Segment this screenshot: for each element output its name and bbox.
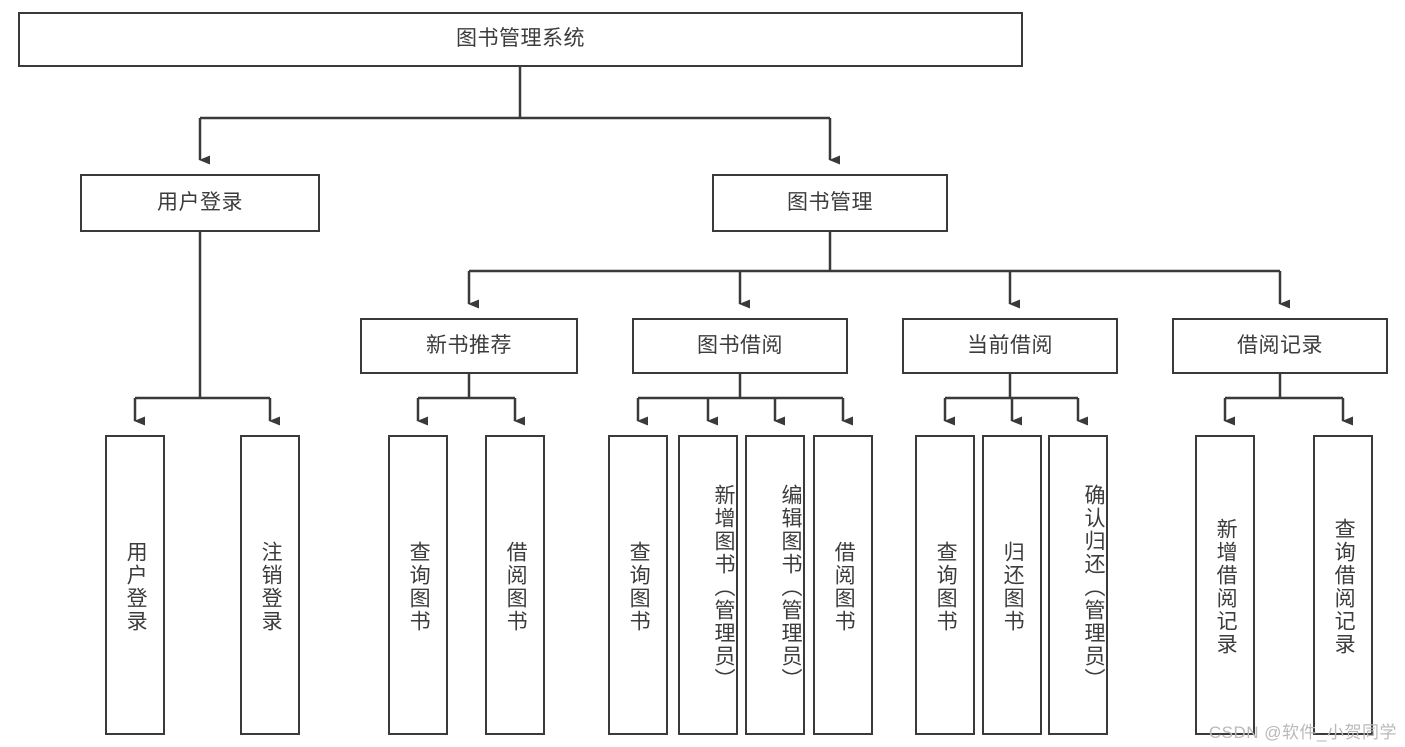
node-leaf-return-books-label: 归还图书 <box>1001 541 1025 633</box>
node-leaf-logout-label: 注销登录 <box>259 541 283 633</box>
node-leaf-query-books-1-label: 查询图书 <box>407 541 431 633</box>
node-leaf-query-borrow-record-label: 查询借阅记录 <box>1332 518 1356 656</box>
node-user-login[interactable]: 用户登录 <box>80 174 320 232</box>
csdn-watermark: CSDN @软件_小贺同学 <box>1208 723 1397 742</box>
node-leaf-add-book-admin[interactable]: 新增图书（管理员） <box>678 435 738 735</box>
node-leaf-logout[interactable]: 注销登录 <box>240 435 300 735</box>
node-leaf-user-login[interactable]: 用户登录 <box>105 435 165 735</box>
node-leaf-add-borrow-record-label: 新增借阅记录 <box>1214 518 1238 656</box>
node-leaf-query-books-3[interactable]: 查询图书 <box>915 435 975 735</box>
node-user-login-label: 用户登录 <box>157 190 243 214</box>
node-root-label: 图书管理系统 <box>456 27 585 51</box>
node-leaf-confirm-return-admin-label: 确认归还（管理员） <box>1082 483 1105 691</box>
node-leaf-edit-book-admin[interactable]: 编辑图书（管理员） <box>745 435 805 735</box>
node-leaf-borrow-books-2-label: 借阅图书 <box>832 541 856 633</box>
node-leaf-query-borrow-record[interactable]: 查询借阅记录 <box>1313 435 1373 735</box>
node-book-management[interactable]: 图书管理 <box>712 174 948 232</box>
node-new-book-recommend[interactable]: 新书推荐 <box>360 318 578 374</box>
node-current-borrow-label: 当前借阅 <box>967 333 1053 357</box>
node-root[interactable]: 图书管理系统 <box>18 12 1023 67</box>
node-book-management-label: 图书管理 <box>787 190 873 214</box>
node-current-borrow[interactable]: 当前借阅 <box>902 318 1118 374</box>
node-borrow-record-label: 借阅记录 <box>1237 333 1323 357</box>
node-leaf-borrow-books-2[interactable]: 借阅图书 <box>813 435 873 735</box>
node-leaf-borrow-books-1[interactable]: 借阅图书 <box>485 435 545 735</box>
node-leaf-user-login-label: 用户登录 <box>124 541 148 633</box>
node-book-borrow-label: 图书借阅 <box>697 333 783 357</box>
node-leaf-add-book-admin-label: 新增图书（管理员） <box>712 483 735 691</box>
node-leaf-confirm-return-admin[interactable]: 确认归还（管理员） <box>1048 435 1108 735</box>
node-leaf-borrow-books-1-label: 借阅图书 <box>504 541 528 633</box>
node-borrow-record[interactable]: 借阅记录 <box>1172 318 1388 374</box>
node-book-borrow[interactable]: 图书借阅 <box>632 318 848 374</box>
node-leaf-query-books-2-label: 查询图书 <box>627 541 651 633</box>
node-new-book-recommend-label: 新书推荐 <box>426 333 512 357</box>
node-leaf-query-books-3-label: 查询图书 <box>934 541 958 633</box>
node-leaf-edit-book-admin-label: 编辑图书（管理员） <box>779 483 802 691</box>
node-leaf-query-books-1[interactable]: 查询图书 <box>388 435 448 735</box>
node-leaf-return-books[interactable]: 归还图书 <box>982 435 1042 735</box>
node-leaf-add-borrow-record[interactable]: 新增借阅记录 <box>1195 435 1255 735</box>
node-leaf-query-books-2[interactable]: 查询图书 <box>608 435 668 735</box>
